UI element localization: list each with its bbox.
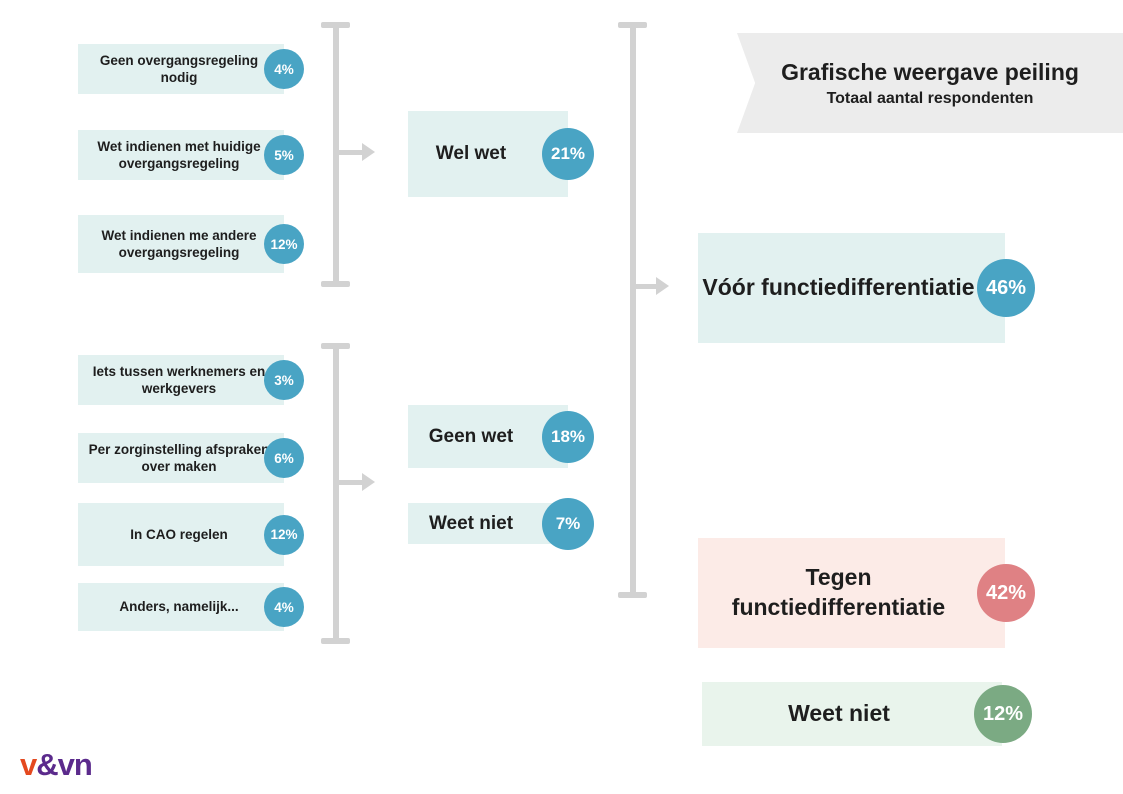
percentage-badge: 12% bbox=[264, 224, 304, 264]
arrow2-head-icon bbox=[362, 473, 375, 491]
option-box-per-zorginstelling: Per zorginstelling afspraken over maken … bbox=[78, 433, 304, 483]
option-box-geen-overgangsregeling: Geen overgangsregeling nodig 4% bbox=[78, 44, 304, 94]
option-label: Geen overgangsregeling nodig bbox=[99, 52, 259, 85]
logo-letter-v: v bbox=[20, 747, 37, 782]
banner-title: Grafische weergave peiling bbox=[781, 58, 1079, 85]
option-label: Iets tussen werknemers en werkgevers bbox=[92, 363, 266, 396]
subtotal-box-wel-wet: Wel wet 21% bbox=[408, 111, 594, 197]
percentage-badge: 18% bbox=[542, 410, 594, 463]
percentage-badge: 5% bbox=[264, 135, 304, 175]
vvn-logo: v&vn bbox=[20, 747, 93, 783]
percentage-badge: 12% bbox=[264, 514, 304, 555]
option-label: In CAO regelen bbox=[130, 526, 228, 542]
percentage-badge: 7% bbox=[542, 497, 594, 550]
bracket2-bottom-cap bbox=[321, 638, 350, 644]
percentage-badge: 12% bbox=[974, 685, 1032, 743]
total-box-weet-niet: Weet niet 12% bbox=[702, 682, 1032, 746]
option-box-iets-tussen: Iets tussen werknemers en werkgevers 3% bbox=[78, 355, 304, 405]
percentage-badge: 4% bbox=[264, 49, 304, 89]
bracket2-line bbox=[333, 346, 339, 640]
option-box-wet-huidige-regeling: Wet indienen met huidige overgangsregeli… bbox=[78, 130, 304, 180]
logo-letters-vn: vn bbox=[57, 747, 93, 782]
arrow3-shaft bbox=[633, 284, 656, 289]
option-label: Wet indienen met huidige overgangsregeli… bbox=[97, 138, 261, 171]
bracket3-line bbox=[630, 25, 636, 595]
option-label: Wet indienen me andere overgangsregeling bbox=[101, 227, 257, 260]
bracket1-bottom-cap bbox=[321, 281, 350, 287]
percentage-badge: 4% bbox=[264, 587, 304, 627]
arrow1-shaft bbox=[336, 150, 362, 155]
percentage-badge: 46% bbox=[977, 259, 1035, 317]
option-label: Anders, namelijk... bbox=[119, 599, 239, 615]
option-box-wet-andere-regeling: Wet indienen me andere overgangsregeling… bbox=[78, 215, 304, 273]
arrow1-head-icon bbox=[362, 143, 375, 161]
total-label: Tegen functiedifferentiatie bbox=[731, 564, 946, 620]
percentage-badge: 21% bbox=[542, 128, 594, 180]
subtotal-label: Geen wet bbox=[428, 425, 514, 447]
percentage-badge: 42% bbox=[977, 564, 1035, 622]
subtotal-label: Weet niet bbox=[428, 512, 514, 534]
bracket3-bottom-cap bbox=[618, 592, 647, 598]
banner-subtitle: Totaal aantal respondenten bbox=[826, 89, 1034, 107]
arrow3-head-icon bbox=[656, 277, 669, 295]
subtotal-label: Wel wet bbox=[435, 143, 507, 164]
total-box-tegen-functiedifferentiatie: Tegen functiedifferentiatie 42% bbox=[698, 538, 1035, 648]
total-label: Weet niet bbox=[788, 700, 890, 727]
logo-ampersand: & bbox=[36, 747, 58, 782]
percentage-badge: 6% bbox=[264, 438, 304, 478]
header-banner: Grafische weergave peiling Totaal aantal… bbox=[737, 33, 1123, 133]
option-box-anders: Anders, namelijk... 4% bbox=[78, 583, 304, 631]
subtotal-box-weet-niet: Weet niet 7% bbox=[408, 497, 594, 550]
option-label: Per zorginstelling afspraken over maken bbox=[88, 441, 270, 474]
option-box-cao-regelen: In CAO regelen 12% bbox=[78, 503, 304, 566]
total-box-voor-functiedifferentiatie: Vóór functiedifferentiatie 46% bbox=[698, 233, 1035, 343]
total-label: Vóór functiedifferentiatie bbox=[702, 274, 975, 301]
percentage-badge: 3% bbox=[264, 360, 304, 400]
arrow2-shaft bbox=[336, 480, 362, 485]
subtotal-box-geen-wet: Geen wet 18% bbox=[408, 405, 594, 468]
